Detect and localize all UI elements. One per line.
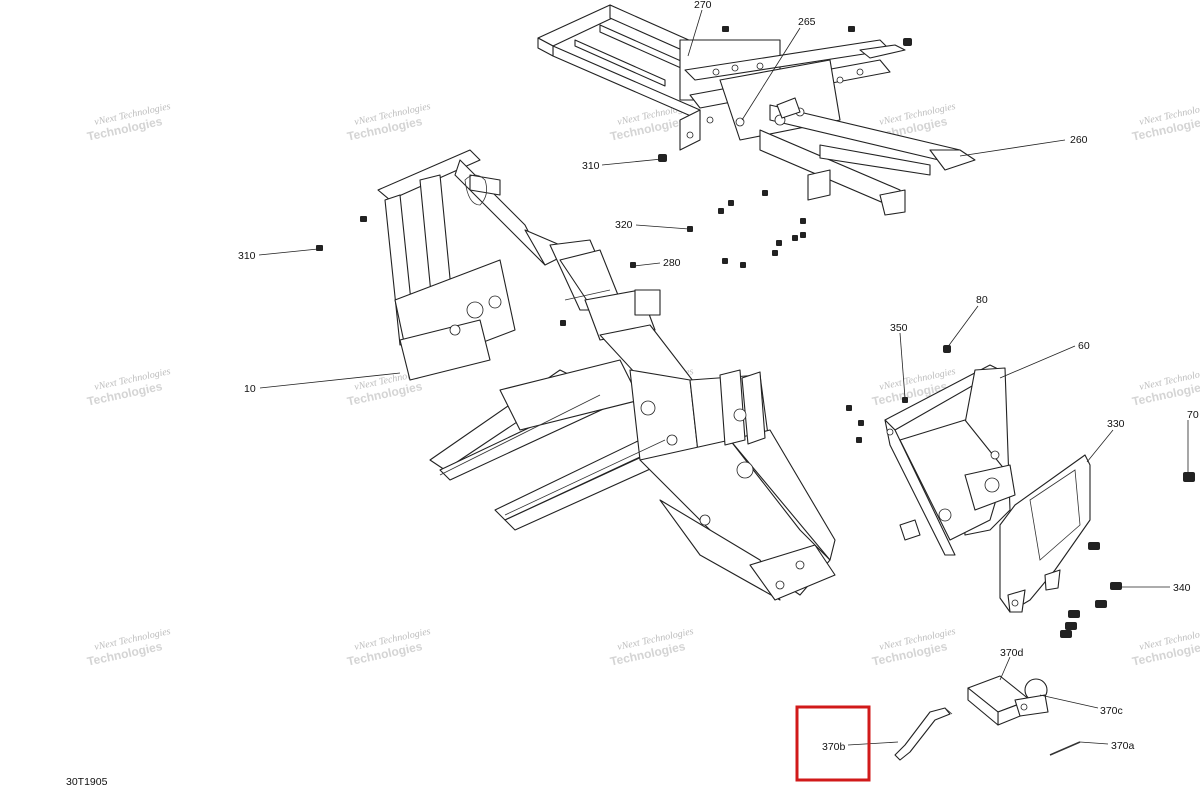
leader-line-group	[258, 9, 1189, 746]
figure-code: 30T1905	[66, 776, 108, 788]
hitch-part[interactable]	[967, 675, 1049, 726]
callout-370a: 370a	[1111, 740, 1135, 752]
callout-280: 280	[663, 257, 681, 269]
callout-320: 320	[615, 219, 633, 231]
callout-370c: 370c	[1100, 705, 1123, 717]
callout-340: 340	[1173, 582, 1191, 594]
skid-plate-part[interactable]	[999, 454, 1091, 613]
callout-70: 70	[1187, 409, 1199, 421]
callout-310-upper: 310	[582, 160, 600, 172]
callout-260: 260	[1070, 134, 1088, 146]
callout-labels: 270 265 260 310 310 320 280 10 80 350 60…	[66, 0, 1199, 788]
highlight-box	[795, 705, 871, 782]
bracket-part[interactable]	[884, 364, 1016, 556]
callout-80: 80	[976, 294, 988, 306]
callout-265: 265	[798, 16, 816, 28]
rear-subframe-part[interactable]	[537, 4, 976, 216]
hitch-clip-part[interactable]	[1049, 741, 1081, 756]
callout-310-left: 310	[238, 250, 256, 262]
fastener-group	[316, 26, 951, 443]
callout-370b: 370b	[822, 741, 846, 753]
callout-350: 350	[890, 322, 908, 334]
callout-270: 270	[694, 0, 712, 11]
callout-60: 60	[1078, 340, 1090, 352]
callout-370d: 370d	[1000, 647, 1024, 659]
hitch-pin-part[interactable]	[894, 707, 953, 761]
callout-10: 10	[244, 383, 256, 395]
callout-330: 330	[1107, 418, 1125, 430]
bolt-group	[1060, 472, 1195, 638]
main-frame-part[interactable]	[377, 149, 836, 601]
